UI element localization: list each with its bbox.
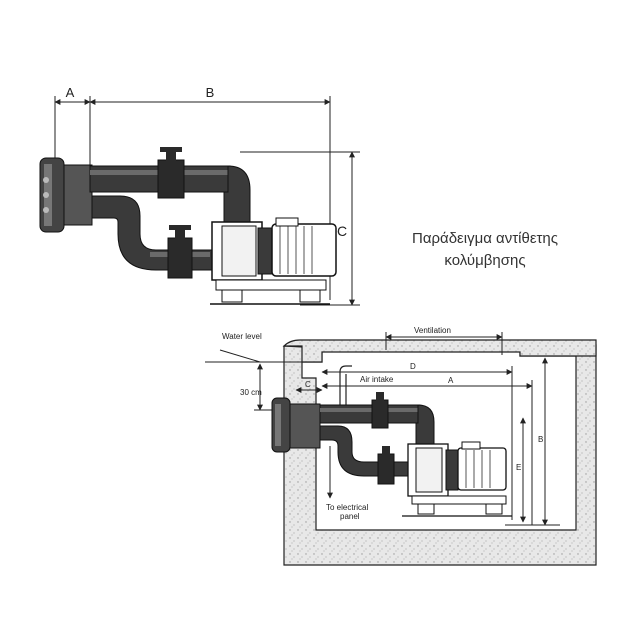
electrical-label-line2: panel: [340, 512, 360, 521]
top-dim-b-label: B: [206, 85, 215, 100]
caption-line1: Παράδειγμα αντίθετης: [411, 230, 558, 247]
bottom-vertical-dims: [505, 357, 560, 526]
bottom-dim-b-label: B: [538, 435, 543, 444]
caption-line2: κολύμβησης: [444, 252, 526, 269]
bottom-pump: [402, 441, 512, 517]
ventilation-dimension: [385, 332, 503, 355]
bottom-dim-e-label: E: [516, 463, 521, 472]
caption: Παράδειγμα αντίθετης κολύμβησης: [380, 228, 590, 272]
bottom-lower-pipe: [319, 425, 413, 485]
bottom-dim-d-label: D: [410, 362, 416, 371]
ventilation-label: Ventilation: [414, 326, 451, 335]
top-dimension-lines: [54, 96, 360, 306]
top-lower-pipe: [91, 195, 216, 279]
top-wall-fitting: [39, 157, 93, 233]
bottom-upper-pipe: [319, 392, 435, 451]
top-diagram: A B C: [39, 85, 360, 306]
top-dim-c-label: C: [337, 223, 347, 239]
pool-deck-slab: [282, 339, 597, 363]
bottom-dim-c-label: C: [305, 380, 311, 389]
top-dim-a-label: A: [66, 85, 75, 100]
bottom-dim-a-label: A: [448, 376, 454, 385]
bottom-horizontal-dims: [295, 366, 533, 525]
water-level-marker: [205, 349, 302, 363]
top-pump: [210, 217, 337, 305]
water-level-label: Water level: [222, 332, 262, 341]
air-intake-label: Air intake: [360, 375, 394, 384]
bottom-diagram: Water level 30 cm Ventilation D Air inta…: [205, 326, 597, 566]
depth-label: 30 cm: [240, 388, 262, 397]
bottom-wall-fitting: [271, 397, 321, 453]
top-upper-pipe: [89, 147, 251, 236]
electrical-label-line1: To electrical: [326, 503, 368, 512]
